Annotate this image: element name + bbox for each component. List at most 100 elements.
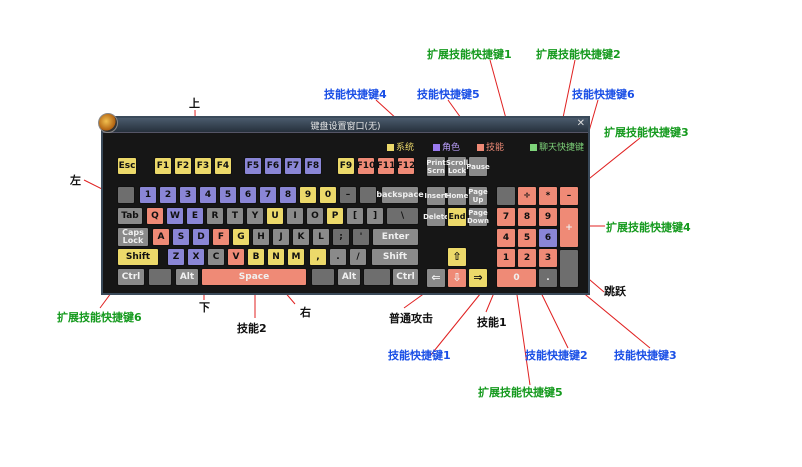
key-arrow-down[interactable]: ⇩ <box>447 268 467 288</box>
key-v[interactable]: V <box>227 248 245 266</box>
key-left-shift[interactable]: Shift <box>117 248 159 266</box>
key-left-win[interactable] <box>148 268 172 286</box>
key-a[interactable]: A <box>152 228 170 246</box>
key-q[interactable]: Q <box>146 207 164 225</box>
key-enter[interactable]: Enter <box>372 228 419 246</box>
key-num-divide[interactable]: ÷ <box>517 186 537 206</box>
key-z[interactable]: Z <box>167 248 185 266</box>
key-7[interactable]: 7 <box>259 186 277 204</box>
key-space[interactable]: Space <box>201 268 307 286</box>
key-9[interactable]: 9 <box>299 186 317 204</box>
key-scroll-lock[interactable]: Scroll Lock <box>446 156 468 177</box>
key-num-3[interactable]: 3 <box>538 248 558 268</box>
key-f10[interactable]: F10 <box>357 157 375 175</box>
key-f8[interactable]: F8 <box>304 157 322 175</box>
key-num-enter[interactable] <box>559 249 579 288</box>
key-6[interactable]: 6 <box>239 186 257 204</box>
key-f[interactable]: F <box>212 228 230 246</box>
key-num-7[interactable]: 7 <box>496 207 516 227</box>
key-n[interactable]: N <box>267 248 285 266</box>
key-backtick[interactable] <box>117 186 135 204</box>
key-e[interactable]: E <box>186 207 204 225</box>
key-5[interactable]: 5 <box>219 186 237 204</box>
key-semicolon[interactable]: ; <box>332 228 350 246</box>
key-num-decimal[interactable]: . <box>538 268 558 288</box>
key-home[interactable]: Home <box>446 186 468 206</box>
close-icon[interactable]: ✕ <box>576 118 585 129</box>
key-esc[interactable]: Esc <box>117 157 137 175</box>
key-3[interactable]: 3 <box>179 186 197 204</box>
key-menu[interactable] <box>363 268 391 286</box>
key-right-win[interactable] <box>311 268 335 286</box>
key-right-ctrl[interactable]: Ctrl <box>392 268 419 286</box>
key-num-multiply[interactable]: * <box>538 186 558 206</box>
key-o[interactable]: O <box>306 207 324 225</box>
key-print-screen[interactable]: Print Scrn <box>426 156 446 177</box>
key-y[interactable]: Y <box>246 207 264 225</box>
key-num-5[interactable]: 5 <box>517 228 537 248</box>
key-f12[interactable]: F12 <box>397 157 415 175</box>
key-2[interactable]: 2 <box>159 186 177 204</box>
key-equals[interactable] <box>359 186 377 204</box>
key-pause[interactable]: Pause <box>466 156 490 177</box>
key-num-2[interactable]: 2 <box>517 248 537 268</box>
key-l[interactable]: L <box>312 228 330 246</box>
key-page-up[interactable]: Page Up <box>468 186 488 206</box>
key-w[interactable]: W <box>166 207 184 225</box>
key-arrow-right[interactable]: ⇒ <box>468 268 488 288</box>
key-b[interactable]: B <box>247 248 265 266</box>
key-num-8[interactable]: 8 <box>517 207 537 227</box>
key-period[interactable]: . <box>329 248 347 266</box>
key-num-4[interactable]: 4 <box>496 228 516 248</box>
key-f7[interactable]: F7 <box>284 157 302 175</box>
key-1[interactable]: 1 <box>139 186 157 204</box>
key-caps-lock[interactable]: Caps Lock <box>117 227 149 247</box>
key-end[interactable]: End <box>447 207 467 227</box>
key-num-1[interactable]: 1 <box>496 248 516 268</box>
key-f5[interactable]: F5 <box>244 157 262 175</box>
key-right-shift[interactable]: Shift <box>371 248 419 266</box>
key-g[interactable]: G <box>232 228 250 246</box>
key-backslash[interactable]: \ <box>386 207 419 225</box>
key-num-6[interactable]: 6 <box>538 228 558 248</box>
key-num-9[interactable]: 9 <box>538 207 558 227</box>
key-f11[interactable]: F11 <box>377 157 395 175</box>
key-x[interactable]: X <box>187 248 205 266</box>
key-num-add[interactable]: + <box>559 207 579 248</box>
key-f1[interactable]: F1 <box>154 157 172 175</box>
key-8[interactable]: 8 <box>279 186 297 204</box>
key-num-subtract[interactable]: – <box>559 186 579 206</box>
key-r[interactable]: R <box>206 207 224 225</box>
key-f4[interactable]: F4 <box>214 157 232 175</box>
key-num-0[interactable]: 0 <box>496 268 537 288</box>
key-delete[interactable]: Delete <box>423 207 449 227</box>
key-s[interactable]: S <box>172 228 190 246</box>
key-minus[interactable]: – <box>339 186 357 204</box>
key-p[interactable]: P <box>326 207 344 225</box>
key-u[interactable]: U <box>266 207 284 225</box>
key-insert[interactable]: Insert <box>424 186 448 206</box>
key-comma[interactable]: , <box>309 248 327 266</box>
key-num-lock[interactable] <box>496 186 516 206</box>
key-arrow-up[interactable]: ⇧ <box>447 247 467 267</box>
key-arrow-left[interactable]: ⇐ <box>426 268 446 288</box>
key-backspace[interactable]: backspace <box>376 186 424 204</box>
key-h[interactable]: H <box>252 228 270 246</box>
key-left-ctrl[interactable]: Ctrl <box>117 268 145 286</box>
key-tab[interactable]: Tab <box>117 207 143 225</box>
key-i[interactable]: I <box>286 207 304 225</box>
key-t[interactable]: T <box>226 207 244 225</box>
key-slash[interactable]: / <box>349 248 367 266</box>
key-f9[interactable]: F9 <box>337 157 355 175</box>
key-0[interactable]: 0 <box>319 186 337 204</box>
key-f3[interactable]: F3 <box>194 157 212 175</box>
key-right-alt[interactable]: Alt <box>337 268 361 286</box>
key-left-bracket[interactable]: [ <box>346 207 364 225</box>
key-f2[interactable]: F2 <box>174 157 192 175</box>
key-k[interactable]: K <box>292 228 310 246</box>
key-f6[interactable]: F6 <box>264 157 282 175</box>
key-right-bracket[interactable]: ] <box>366 207 384 225</box>
key-quote[interactable]: ' <box>352 228 370 246</box>
key-d[interactable]: D <box>192 228 210 246</box>
key-c[interactable]: C <box>207 248 225 266</box>
